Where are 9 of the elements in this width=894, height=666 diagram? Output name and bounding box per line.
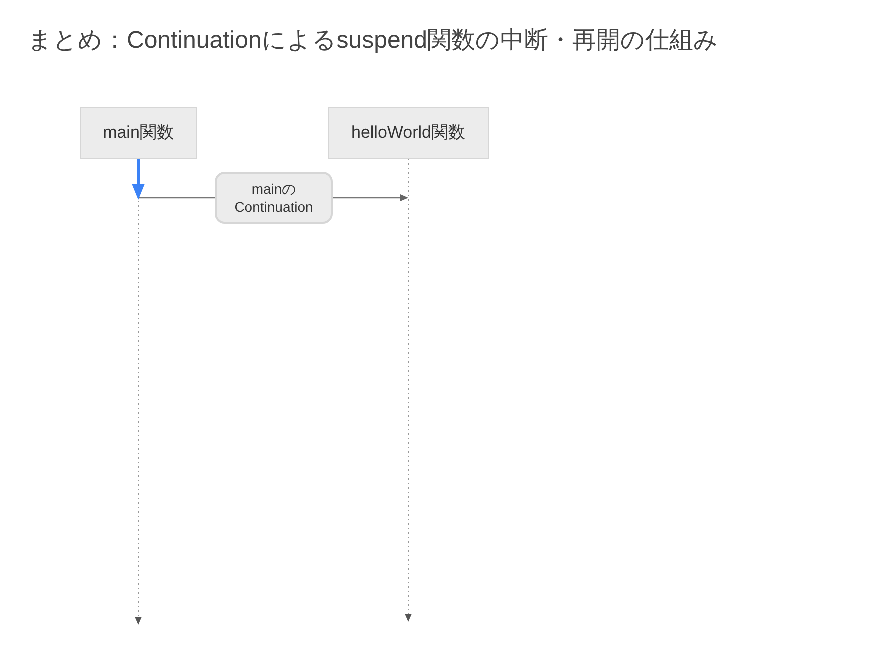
title: まとめ：Continuationによるsuspend関数の中断・再開の仕組み	[28, 26, 719, 56]
participant-box: helloWorld関数	[328, 107, 489, 159]
participant-box: main関数	[80, 107, 197, 159]
arrow	[132, 159, 145, 200]
arrow	[333, 194, 408, 202]
lifeline	[405, 158, 412, 622]
lifeline	[135, 200, 142, 625]
message-box: mainのContinuation	[215, 172, 333, 224]
message-line	[138, 197, 215, 199]
